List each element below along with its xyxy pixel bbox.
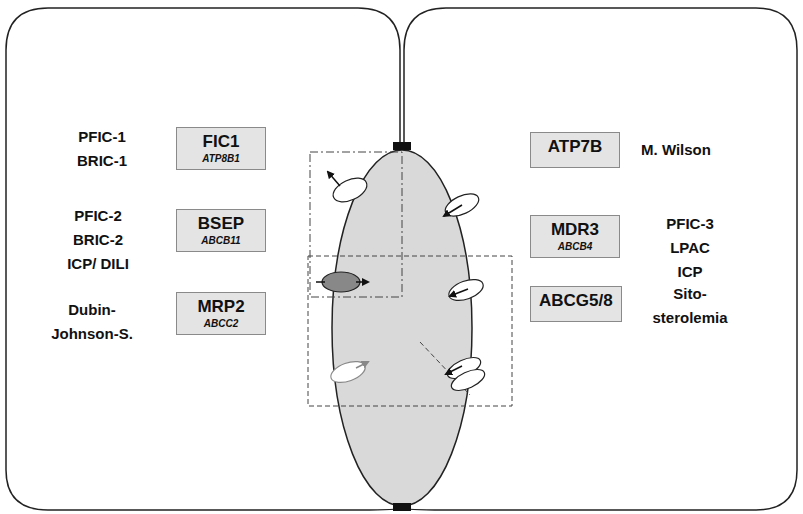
- flux-arrow: [444, 205, 462, 216]
- disease-label: PFIC-2: [38, 204, 158, 228]
- flux-arrow: [356, 281, 368, 283]
- transporter-bsep: [322, 272, 360, 292]
- gene-name: ABCB11: [185, 234, 257, 247]
- protein-name: BSEP: [185, 214, 257, 234]
- protein-box: MRP2ABCC2: [176, 292, 266, 335]
- flux-arrow: [328, 172, 340, 186]
- protein-name: ATP7B: [539, 137, 611, 157]
- disease-label: M. Wilson: [621, 138, 731, 162]
- transporter-mrp2: [328, 357, 368, 386]
- protein-name: FIC1: [185, 132, 257, 152]
- disease-label: LPAC: [635, 236, 745, 260]
- protein-box: MDR3ABCB4: [530, 215, 620, 258]
- flux-arrow: [446, 366, 462, 374]
- tight-junction: [393, 503, 411, 511]
- disease-label: PFIC-3: [635, 212, 745, 236]
- disease-label: Sito- sterolemia: [640, 282, 740, 330]
- disease-label: ICP/ DILI: [38, 252, 158, 276]
- transporter-mdr3: [446, 275, 486, 304]
- flux-line: [316, 281, 325, 283]
- protein-box: ABCG5/8: [530, 286, 622, 322]
- disease-label: PFIC-1: [42, 125, 162, 149]
- bracket-dashed: [308, 256, 512, 406]
- disease-label: BRIC-2: [38, 228, 158, 252]
- transporter-fic1: [329, 173, 370, 206]
- flux-arrow: [450, 289, 468, 296]
- transporter-atp7b: [442, 189, 482, 221]
- protein-name: ABCG5/8: [539, 291, 613, 311]
- disease-label: BRIC-1: [42, 149, 162, 173]
- flux-arrow: [356, 362, 368, 368]
- disease-label: ICP: [635, 260, 745, 284]
- gene-name: ATP8B1: [185, 152, 257, 165]
- protein-box: FIC1ATP8B1: [176, 127, 266, 170]
- protein-name: MDR3: [539, 220, 611, 240]
- bracket-dashdot: [310, 152, 402, 297]
- gene-name: ABCB4: [539, 240, 611, 253]
- tight-junction: [393, 142, 411, 150]
- protein-box: ATP7B: [530, 132, 620, 168]
- gene-name: ABCC2: [185, 317, 257, 330]
- protein-box: BSEPABCB11: [176, 209, 266, 252]
- disease-label: Dubin- Johnson-S.: [40, 298, 144, 346]
- protein-name: MRP2: [185, 297, 257, 317]
